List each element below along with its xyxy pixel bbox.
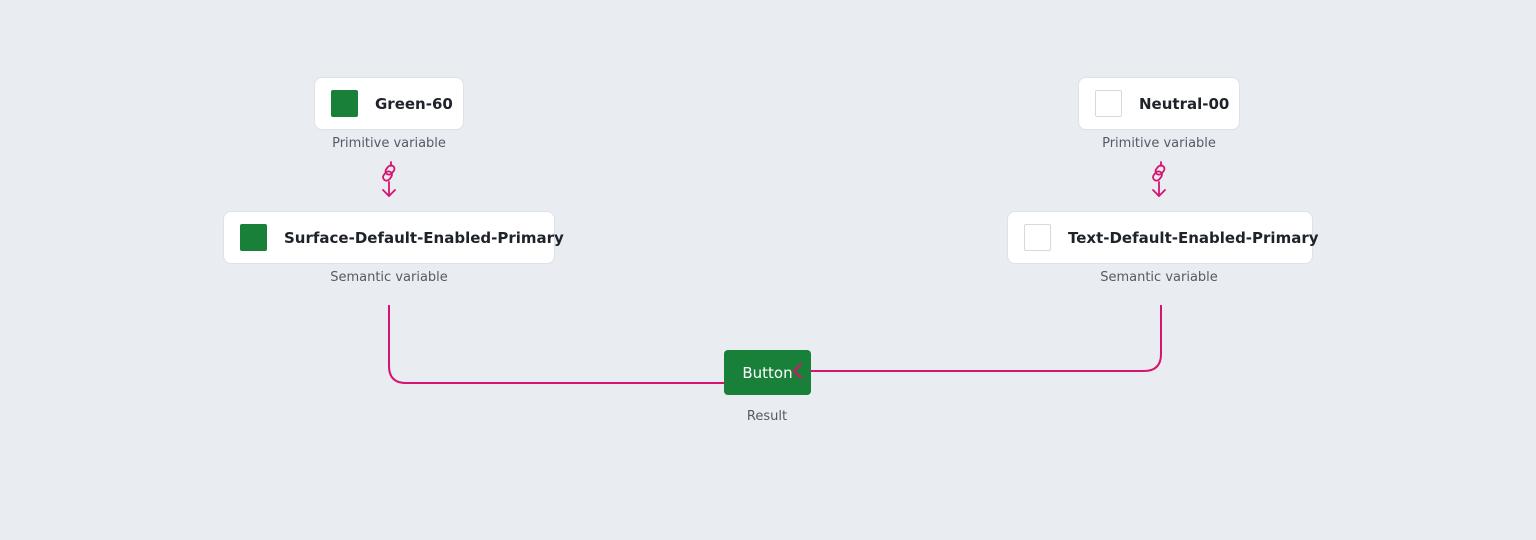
semantic-caption: Semantic variable bbox=[330, 270, 448, 285]
green-swatch bbox=[240, 224, 267, 251]
white-swatch bbox=[1024, 224, 1051, 251]
link-arrow-down-icon bbox=[1152, 161, 1166, 197]
result-button-label: Button bbox=[742, 363, 793, 382]
right-connector bbox=[794, 305, 1162, 372]
semantic-label: Surface-Default-Enabled-Primary bbox=[284, 228, 564, 247]
primitive-card-neutral-00: Neutral-00 bbox=[1078, 77, 1240, 130]
semantic-card-surface: Surface-Default-Enabled-Primary bbox=[223, 211, 564, 264]
result-caption: Result bbox=[746, 409, 788, 424]
green-swatch bbox=[331, 90, 358, 117]
link-arrow-down-icon bbox=[382, 161, 396, 197]
primitive-caption: Primitive variable bbox=[1102, 136, 1216, 151]
primitive-caption: Primitive variable bbox=[332, 136, 446, 151]
primitive-card-green-60: Green-60 bbox=[314, 77, 464, 130]
left-connector bbox=[388, 305, 738, 384]
semantic-label: Text-Default-Enabled-Primary bbox=[1068, 228, 1319, 247]
primitive-label: Neutral-00 bbox=[1139, 94, 1230, 113]
result-button[interactable]: Button bbox=[724, 350, 811, 395]
white-swatch bbox=[1095, 90, 1122, 117]
primitive-label: Green-60 bbox=[375, 94, 453, 113]
semantic-card-text: Text-Default-Enabled-Primary bbox=[1007, 211, 1319, 264]
semantic-caption: Semantic variable bbox=[1100, 270, 1218, 285]
